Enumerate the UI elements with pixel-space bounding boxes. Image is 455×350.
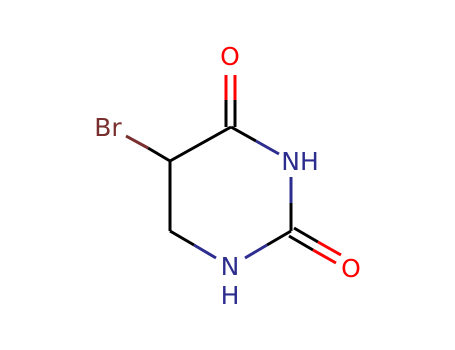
bond-c2-n1-b: [244, 243, 268, 260]
ring-bonds: [168, 125, 293, 260]
nh-right-label: NH: [281, 147, 319, 176]
h-bottom-label: H: [221, 281, 240, 310]
bond-n1-c6-b: [169, 229, 195, 247]
bond-c4-n3-a: [230, 125, 257, 143]
oxygen-right-label: O: [341, 254, 361, 283]
bromine-label: Br: [94, 113, 122, 142]
oxygen-top-label: O: [220, 42, 240, 71]
bromine-bond: [125, 134, 171, 163]
bond-c2-n1-a: [266, 229, 292, 247]
bond-c4-n3-b: [255, 139, 280, 156]
carbonyl-right-bond: [288, 226, 342, 265]
bond-n1-c6-a: [193, 243, 217, 260]
n-bottom-label: N: [221, 252, 240, 281]
bond-c5-c4: [169, 125, 232, 163]
carbonyl-top-bond: [224, 75, 237, 127]
